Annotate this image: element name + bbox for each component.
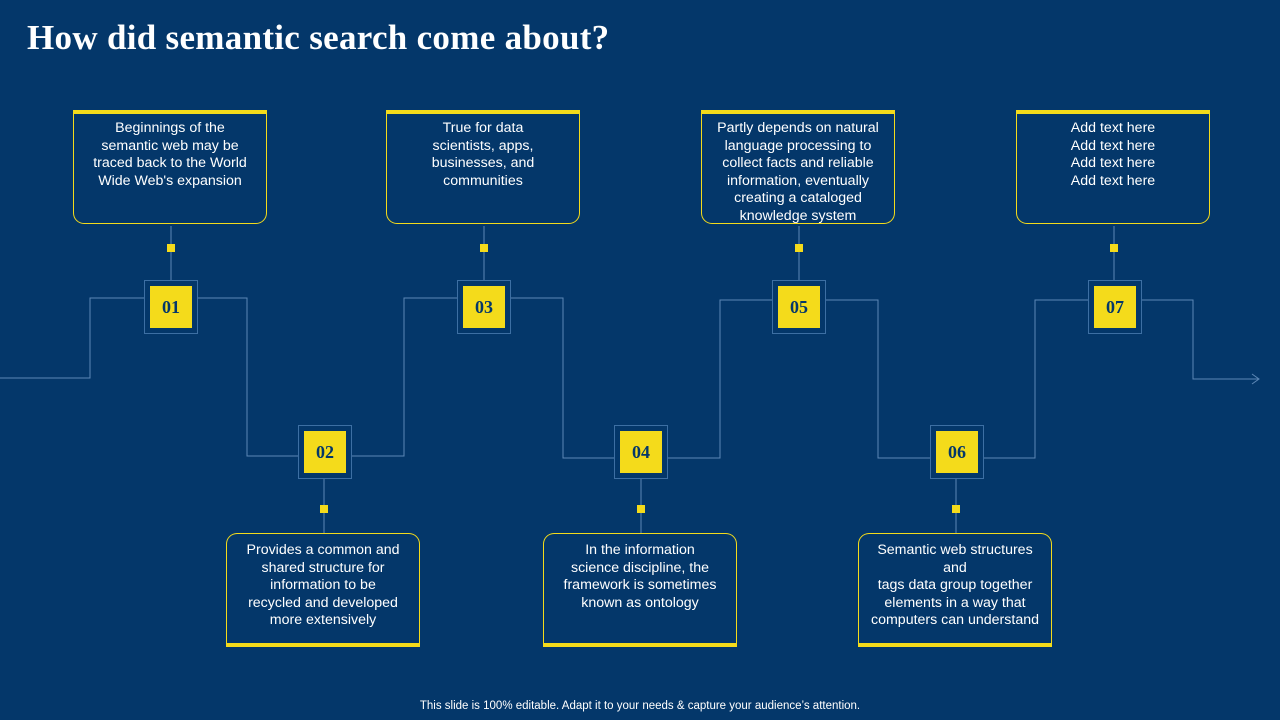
step-01-number: 01 xyxy=(150,286,192,328)
step-04-number: 04 xyxy=(620,431,662,473)
step-01-description: Beginnings of the semantic web may be tr… xyxy=(73,110,267,224)
step-05-number: 05 xyxy=(778,286,820,328)
step-03-description: True for data scientists, apps, business… xyxy=(386,110,580,224)
step-03-badge: 03 xyxy=(457,280,511,334)
step-02-badge: 02 xyxy=(298,425,352,479)
step-07-number: 07 xyxy=(1094,286,1136,328)
step-06-badge: 06 xyxy=(930,425,984,479)
footer-note: This slide is 100% editable. Adapt it to… xyxy=(419,700,861,712)
slide-title: How did semantic search come about? xyxy=(27,18,610,57)
step-05-badge: 05 xyxy=(772,280,826,334)
step-07-description: Add text here Add text here Add text her… xyxy=(1016,110,1210,224)
step-06-description: Semantic web structures and tags data gr… xyxy=(858,533,1052,647)
step-04-description: In the information science discipline, t… xyxy=(543,533,737,647)
step-04-badge: 04 xyxy=(614,425,668,479)
step-01-badge: 01 xyxy=(144,280,198,334)
step-02-description: Provides a common and shared structure f… xyxy=(226,533,420,647)
step-03-number: 03 xyxy=(463,286,505,328)
step-07-badge: 07 xyxy=(1088,280,1142,334)
step-06-number: 06 xyxy=(936,431,978,473)
step-02-number: 02 xyxy=(304,431,346,473)
step-05-description: Partly depends on natural language proce… xyxy=(701,110,895,224)
